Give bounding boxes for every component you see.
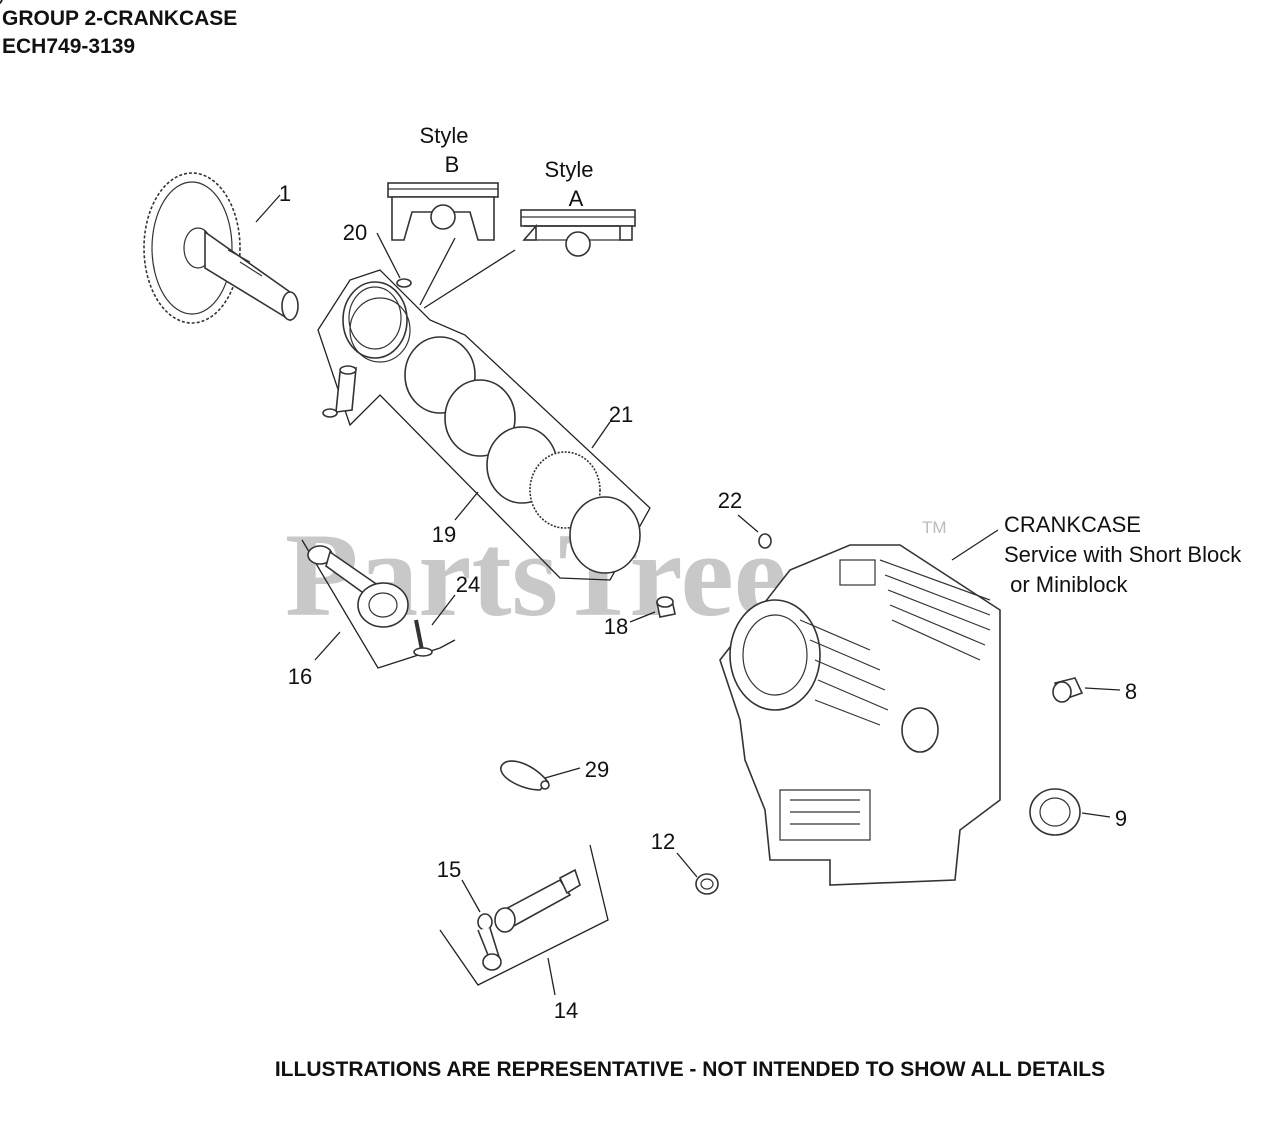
oil-pickup[interactable] (494, 868, 581, 933)
retainer-20[interactable] (396, 278, 412, 288)
style-a-letter: A (569, 186, 584, 211)
callout-12: 12 (651, 829, 675, 854)
callout-18: 18 (604, 614, 628, 639)
callout-15: 15 (437, 857, 461, 882)
crankcase[interactable] (719, 544, 1001, 886)
callout-8: 8 (1125, 679, 1137, 704)
clamp-29[interactable] (500, 760, 550, 791)
watermark-tm: TM (922, 518, 947, 537)
crankcase-title: CRANKCASE (1004, 512, 1141, 537)
style-a-word: Style (545, 157, 594, 182)
callout-22: 22 (718, 488, 742, 513)
plug-8[interactable] (1052, 677, 1084, 703)
piston-style-a[interactable] (520, 209, 636, 257)
disclaimer: ILLUSTRATIONS ARE REPRESENTATIVE - NOT I… (274, 1058, 1106, 1081)
callout-24: 24 (456, 572, 480, 597)
piston-pin-retainer[interactable] (322, 408, 338, 418)
crankcase-note-2: or Miniblock (1004, 572, 1128, 597)
connecting-rod-kit-outline (301, 539, 456, 669)
model-number: ECH749-3139 (2, 35, 136, 58)
crankcase-note-1: Service with Short Block (1004, 542, 1242, 567)
style-b-word: Style (420, 123, 469, 148)
plug-22[interactable] (758, 533, 772, 549)
style-b-letter: B (445, 152, 460, 177)
callout-20: 20 (343, 220, 367, 245)
callout-16: 16 (288, 664, 312, 689)
rod-bolt[interactable] (413, 619, 433, 657)
crankcase-label: CRANKCASE Service with Short Block or Mi… (1004, 512, 1242, 597)
dowel-18[interactable] (656, 596, 676, 618)
oil-seal-9[interactable] (1029, 788, 1081, 836)
connecting-rod[interactable] (307, 545, 409, 628)
callout-9: 9 (1115, 806, 1127, 831)
piston-pin[interactable] (335, 365, 357, 413)
oil-pickup-kit-outline (439, 844, 609, 986)
camshaft[interactable] (143, 172, 299, 324)
piston-rings[interactable] (404, 336, 641, 574)
callout-29: 29 (585, 757, 609, 782)
callout-19: 19 (432, 522, 456, 547)
style-b-label-1: Style (0, 0, 24, 5)
callout-1: 1 (279, 181, 291, 206)
piston-ring-kit-outline (317, 237, 651, 581)
leader-lines (255, 194, 1121, 996)
callout-21: 21 (609, 402, 633, 427)
piston-style-b[interactable] (387, 182, 499, 241)
clamp-12[interactable] (695, 873, 719, 895)
piston[interactable] (342, 281, 411, 363)
o-ring-15[interactable] (477, 913, 502, 971)
diagram-title: GROUP 2-CRANKCASE (2, 7, 238, 30)
callout-14: 14 (554, 998, 578, 1023)
